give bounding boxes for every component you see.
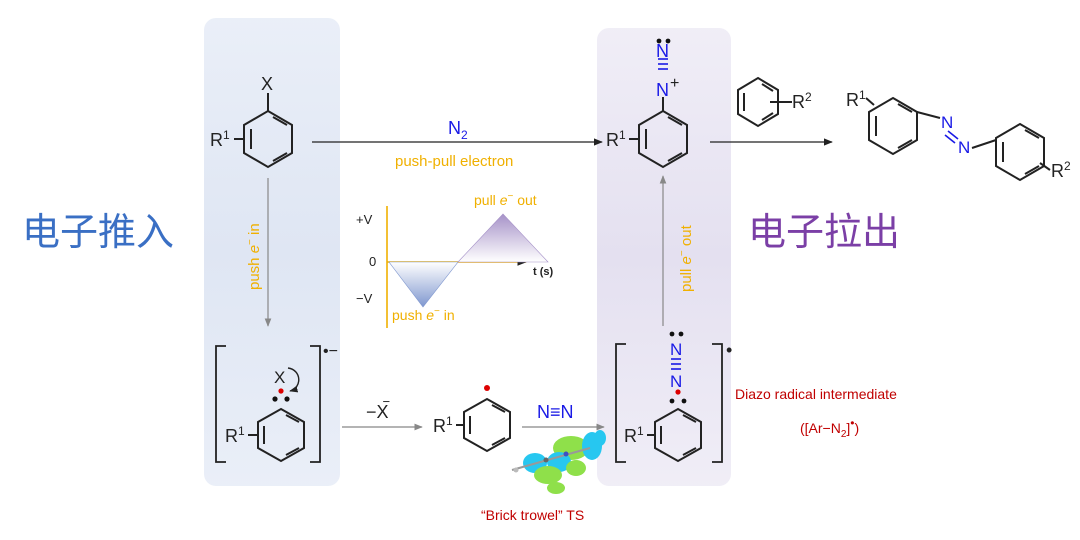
black-electron bbox=[272, 396, 278, 402]
diazo-black-electron bbox=[681, 398, 687, 404]
r1-label: R1 bbox=[210, 128, 230, 150]
n-upper: N bbox=[656, 41, 669, 61]
azobenzene-ring-left bbox=[865, 96, 941, 156]
graph-pull-label: pull e− out bbox=[474, 191, 537, 208]
aryl-halide bbox=[234, 93, 293, 169]
radical-anion-brackets bbox=[215, 345, 321, 463]
diazo-formula: ([Ar−N2]•) bbox=[800, 416, 859, 440]
potential-waveform: +V 0 −V t (s) pull e− out push e− in bbox=[356, 191, 554, 328]
push-triangle bbox=[388, 261, 459, 308]
azo-n2: N bbox=[958, 138, 970, 157]
graph-push-label: push e− in bbox=[392, 306, 455, 323]
n-triple-n: N≡N bbox=[537, 402, 574, 422]
graph-t-axis: t (s) bbox=[533, 266, 554, 278]
diazo-radical-dot: • bbox=[726, 340, 732, 360]
n2-label: N2 bbox=[448, 118, 468, 142]
r1-product: R1 bbox=[846, 88, 866, 110]
diazo-pair-dot bbox=[678, 331, 684, 337]
lone-pair-dot bbox=[665, 38, 671, 44]
ts-orbital-graphic bbox=[511, 430, 606, 494]
pull-panel bbox=[597, 28, 731, 486]
diazo-n-upper: N bbox=[670, 340, 682, 359]
diazo-radical-brackets bbox=[615, 343, 723, 463]
diazo-triple-bond bbox=[671, 358, 681, 370]
radical-dot-red bbox=[484, 385, 490, 391]
x-substituent: X bbox=[261, 74, 273, 94]
radical-anion-ring bbox=[248, 407, 305, 463]
diazo-red-electron bbox=[675, 389, 681, 395]
push-panel bbox=[204, 18, 340, 486]
r2-reagent: R2 bbox=[792, 90, 812, 112]
azo-n1: N bbox=[941, 113, 953, 132]
r1-diazo: R1 bbox=[624, 424, 644, 446]
r1-diazonium: R1 bbox=[606, 128, 626, 150]
black-electron bbox=[284, 396, 290, 402]
diazo-black-electron bbox=[669, 398, 675, 404]
azobenzene-ring-right bbox=[971, 122, 1051, 182]
triple-bond-top bbox=[658, 58, 668, 70]
n-plus: + bbox=[670, 75, 679, 92]
push-e-in-vertical: push e− in bbox=[245, 223, 263, 290]
r1-aryl-radical: R1 bbox=[433, 414, 453, 436]
minus-x-label: −X− bbox=[366, 394, 390, 422]
arene-reagent bbox=[737, 76, 792, 128]
push-pull-label: push-pull electron bbox=[395, 153, 513, 170]
aryl-diazonium bbox=[629, 97, 688, 169]
curved-arrow bbox=[287, 367, 300, 393]
graph-minus-v: −V bbox=[356, 291, 373, 306]
radical-anion-charge: •− bbox=[323, 343, 338, 360]
azo-double-bond bbox=[944, 130, 959, 144]
diazo-label: Diazo radical intermediate bbox=[735, 386, 897, 402]
pull-triangle bbox=[457, 213, 549, 263]
r2-product: R2 bbox=[1051, 159, 1071, 181]
x-leaving: X bbox=[274, 368, 285, 387]
diazo-pair-dot bbox=[669, 331, 675, 337]
graph-plus-v: +V bbox=[356, 212, 373, 227]
red-electron bbox=[278, 388, 284, 394]
heading-pull-out: 电子拉出 bbox=[748, 210, 900, 254]
diazo-n-lower: N bbox=[670, 372, 682, 391]
pull-e-out-vertical: pull e− out bbox=[677, 224, 695, 292]
lone-pair-dot bbox=[656, 38, 662, 44]
ts-label: “Brick trowel” TS bbox=[481, 507, 584, 523]
aryl-radical-ring bbox=[456, 397, 511, 453]
graph-zero: 0 bbox=[369, 254, 376, 269]
diazo-ring bbox=[647, 407, 702, 463]
r1-radical-anion: R1 bbox=[225, 424, 245, 446]
heading-push-in: 电子推入 bbox=[22, 210, 174, 254]
n-lower: N bbox=[656, 80, 669, 100]
